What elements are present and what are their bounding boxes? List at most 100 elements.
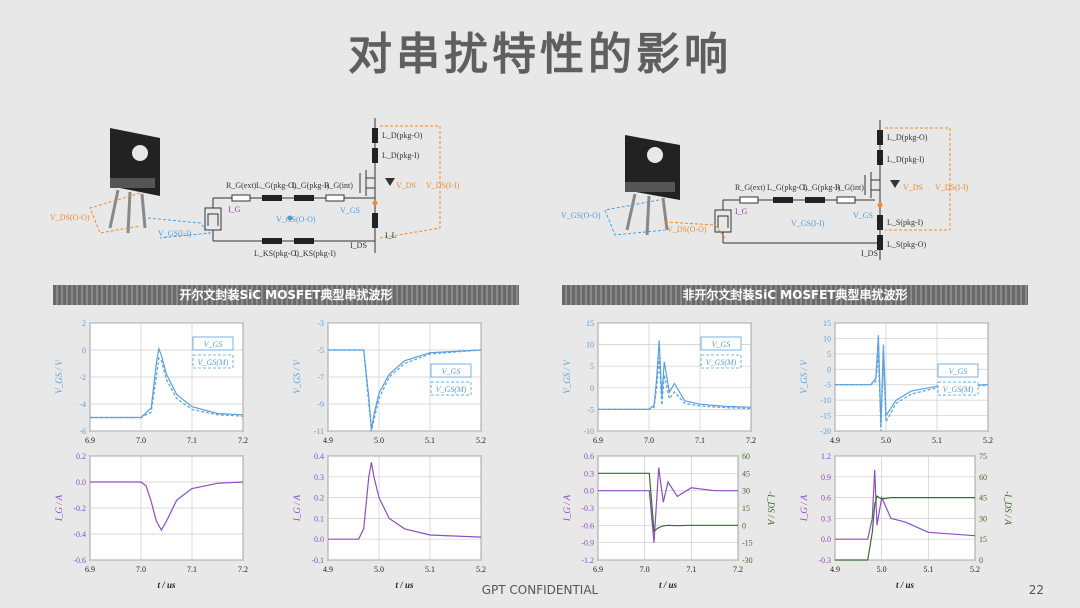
label: I_G: [735, 207, 748, 216]
y-tick-label: 0: [827, 365, 831, 374]
right-section-banner: 非开尔文封装SiC MOSFET典型串扰波形: [562, 285, 1028, 305]
series-line-i-g: [90, 481, 244, 532]
x-axis-label: t / us: [659, 580, 678, 590]
label: V_DS(O-O): [50, 213, 90, 222]
legend-label: V_GS: [949, 367, 968, 376]
label: V_DS(I-I): [426, 181, 460, 190]
y2-tick-label: 30: [979, 514, 987, 523]
series-line-v-gs-m-: [835, 353, 989, 432]
x-tick-label: 7.0: [640, 565, 650, 574]
x-tick-label: 6.9: [85, 436, 95, 445]
series-line-i-g: [598, 467, 738, 543]
y-axis-label: I_G / A: [562, 494, 572, 522]
x-tick-label: 5.1: [923, 565, 933, 574]
y2-tick-label: 30: [742, 487, 750, 496]
y2-tick-label: 15: [742, 504, 750, 513]
y-tick-label: 0.0: [584, 487, 594, 496]
y-tick-label: 0.0: [821, 535, 831, 544]
y2-axis-label: -I_DS / A: [766, 491, 776, 525]
y-tick-label: -10: [583, 427, 594, 436]
label: V_GS(O-O): [276, 215, 316, 224]
x-tick-label: 7.2: [746, 436, 756, 445]
circuit-labels: R_G(ext) L_G(pkg-O) L_G(pkg-I) R_G(int) …: [561, 133, 969, 258]
label: V_DS(O-O): [667, 225, 707, 234]
left-section-banner: 开尔文封装SiC MOSFET典型串扰波形: [53, 285, 519, 305]
y-tick-label: 0: [82, 346, 86, 355]
series-line-v-gs: [328, 349, 482, 430]
y-tick-label: -0.2: [73, 504, 86, 513]
label: R_G(ext): [735, 183, 766, 192]
y-tick-label: -2: [79, 373, 86, 382]
y-axis-label: V_GS / V: [799, 359, 809, 394]
legend-box: [700, 336, 742, 351]
legend-box: [937, 381, 979, 396]
label: L_G(pkg-O): [256, 181, 297, 190]
plot-area: [834, 455, 976, 561]
label: V_GS(I-I): [791, 219, 825, 228]
label: L_D(pkg-O): [887, 133, 928, 142]
label: L_S(pkg-I): [887, 218, 923, 227]
y-tick-label: -0.3: [581, 504, 594, 513]
y-tick-label: -20: [820, 427, 831, 436]
series-line-i-g: [328, 462, 482, 540]
legend-box: [430, 363, 472, 378]
x-axis-label: t / us: [896, 580, 915, 590]
x-tick-label: 4.9: [323, 565, 333, 574]
x-axis-label: t / us: [157, 580, 176, 590]
y-tick-label: -7: [317, 373, 324, 382]
confidential-footer: GPT CONFIDENTIAL: [481, 583, 599, 597]
y2-tick-label: 75: [979, 452, 987, 461]
y-tick-label: -0.1: [311, 556, 324, 565]
y2-axis-label: -I_DS / A: [1003, 491, 1013, 525]
label: L_D(pkg-O): [382, 131, 423, 140]
legend-box: [700, 354, 742, 369]
x-tick-label: 4.9: [830, 565, 840, 574]
x-tick-label: 4.9: [830, 436, 840, 445]
x-axis-label: t / us: [395, 580, 414, 590]
legend-label: V_GS: [204, 340, 223, 349]
mosfet-package-image: [625, 135, 680, 236]
y-tick-label: 10: [823, 334, 831, 343]
y2-tick-label: 60: [979, 473, 987, 482]
y2-tick-label: 60: [742, 452, 750, 461]
y-tick-label: -5: [587, 405, 594, 414]
x-tick-label: 5.0: [374, 565, 384, 574]
y-tick-label: -4: [79, 400, 86, 409]
label: V_DS(I-I): [935, 183, 969, 192]
y2-tick-label: 45: [979, 494, 987, 503]
x-tick-label: 7.2: [238, 436, 248, 445]
circuit-labels: R_G(ext) L_G(pkg-O) L_G(pkg-I) R_G(int) …: [50, 131, 460, 258]
series-line-v-gs-m-: [90, 356, 244, 419]
label: I_DS: [350, 241, 367, 250]
x-tick-label: 5.1: [932, 436, 942, 445]
mosfet-package-image: [108, 128, 160, 234]
y-tick-label: 0.3: [314, 473, 324, 482]
y-tick-label: 0: [590, 384, 594, 393]
series-line-i-g: [835, 469, 976, 540]
y-axis-label: V_GS / V: [562, 359, 572, 394]
label: L_KS(pkg-I): [294, 249, 336, 258]
y-tick-label: -5: [824, 381, 831, 390]
label: I_L: [385, 231, 397, 240]
legend-label: V_GS(M): [706, 358, 737, 367]
legend-box: [192, 354, 234, 369]
y-axis-label: I_G / A: [54, 494, 64, 522]
x-tick-label: 5.2: [983, 436, 993, 445]
label: R_G(ext): [226, 181, 257, 190]
legend-label: V_GS(M): [198, 358, 229, 367]
y-tick-label: -11: [314, 427, 324, 436]
legend-box: [937, 363, 979, 378]
x-tick-label: 7.1: [187, 565, 197, 574]
x-tick-label: 5.2: [476, 565, 486, 574]
y2-tick-label: 0: [742, 521, 746, 530]
x-tick-label: 7.1: [695, 436, 705, 445]
y-tick-label: 0.3: [821, 514, 831, 523]
series-line--i-ds: [598, 472, 738, 533]
y-tick-label: 0.2: [76, 452, 86, 461]
label: V_GS: [853, 211, 873, 220]
legend-label: V_GS: [712, 340, 731, 349]
x-tick-label: 5.1: [425, 565, 435, 574]
